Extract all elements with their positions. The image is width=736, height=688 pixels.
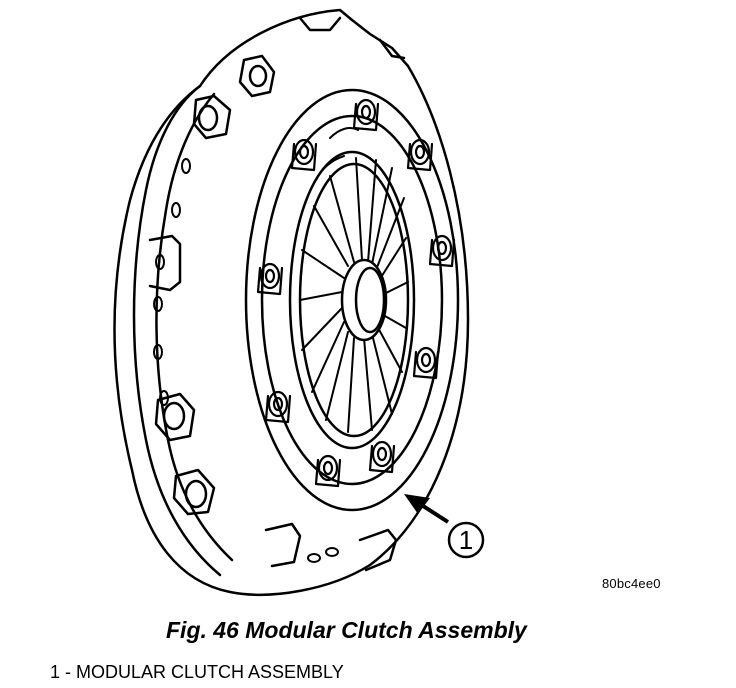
- pressure-plate-inner-ring: [260, 114, 444, 486]
- callout-marker: 1: [447, 521, 485, 559]
- pressure-plate-outer-ring: [244, 88, 460, 512]
- release-hub: [340, 258, 388, 342]
- callout-arrow: [404, 494, 450, 524]
- legend-item: 1 - MODULAR CLUTCH ASSEMBLY: [50, 662, 344, 682]
- diaphragm-outer-ring: [288, 150, 416, 450]
- cover-outline: [113, 8, 470, 596]
- mounting-lugs: [148, 54, 398, 572]
- bolt-bosses: [256, 98, 456, 488]
- figure-reference-code: 80bc4ee0: [602, 576, 661, 591]
- figure-caption: Fig. 46 Modular Clutch Assembly: [166, 617, 527, 643]
- diaphragm-fingers: [299, 157, 409, 433]
- clutch-assembly-drawing: 1: [113, 8, 485, 596]
- cover-flange: [132, 84, 222, 577]
- callout-number: 1: [459, 525, 473, 555]
- flange-holes: [153, 158, 339, 563]
